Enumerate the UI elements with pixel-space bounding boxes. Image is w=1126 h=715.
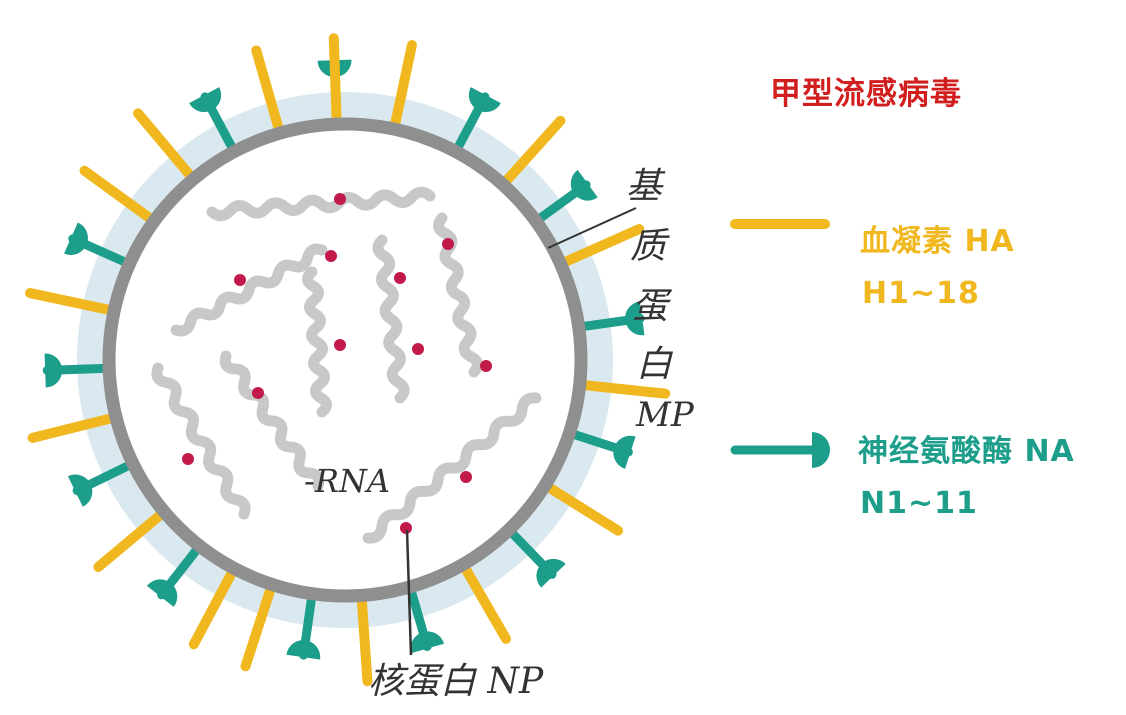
rna-strand — [362, 392, 542, 544]
page-title: 甲型流感病毒 — [770, 76, 962, 112]
rna-label: -RNA — [304, 462, 390, 500]
na-spike-cap — [64, 222, 88, 255]
mp-label-1: 基 — [626, 166, 666, 207]
nucleoprotein-dot — [334, 339, 346, 351]
rna-strand — [151, 362, 251, 520]
nucleoprotein-dot — [412, 343, 424, 355]
ha-legend-label: 血凝素 HA — [860, 224, 1015, 259]
nucleoprotein-dot — [394, 272, 406, 284]
nucleoprotein-dot — [334, 193, 346, 205]
nucleoprotein-dot — [460, 471, 472, 483]
na-spike-cap — [146, 579, 178, 607]
na-spike-cap — [189, 87, 222, 113]
nucleoprotein-dot — [442, 238, 454, 250]
nucleoprotein-dot — [182, 453, 194, 465]
ha-subtypes: H1~18 — [862, 276, 980, 311]
na-spike-cap — [44, 353, 63, 388]
na-spike-cap — [625, 301, 645, 336]
mp-label-5: MP — [635, 395, 695, 435]
rna-strand — [302, 266, 332, 418]
na-subtypes: N1~11 — [860, 486, 978, 521]
na-spike-cap — [67, 474, 93, 507]
nucleoprotein-dot — [325, 250, 337, 262]
na-spike-cap — [410, 631, 445, 654]
rna-segments — [151, 186, 542, 544]
na-spike-cap — [468, 87, 501, 113]
na-legend-symbol — [730, 432, 830, 468]
rna-strand — [206, 186, 436, 222]
na-spike-cap — [536, 558, 566, 588]
mp-label-4: 白 — [636, 344, 674, 385]
na-spike-cap — [570, 169, 598, 201]
mp-pointer-line — [547, 207, 637, 249]
mp-label-3: 蛋 — [632, 286, 673, 327]
na-spike-cap — [286, 640, 321, 660]
np-label: 核蛋白 NP — [368, 661, 544, 702]
nucleoprotein-dot — [234, 274, 246, 286]
rna-strand — [170, 243, 328, 337]
np-pointer-line — [405, 529, 413, 656]
nucleoprotein-dot — [252, 387, 264, 399]
rna-strand — [219, 350, 325, 492]
nucleoprotein-dot — [400, 522, 412, 534]
mp-label-2: 质 — [630, 226, 670, 267]
na-spike-cap — [613, 435, 636, 469]
rna-strand — [372, 234, 410, 404]
nucleoprotein-dot — [480, 360, 492, 372]
na-legend-label: 神经氨酸酶 NA — [858, 434, 1075, 469]
